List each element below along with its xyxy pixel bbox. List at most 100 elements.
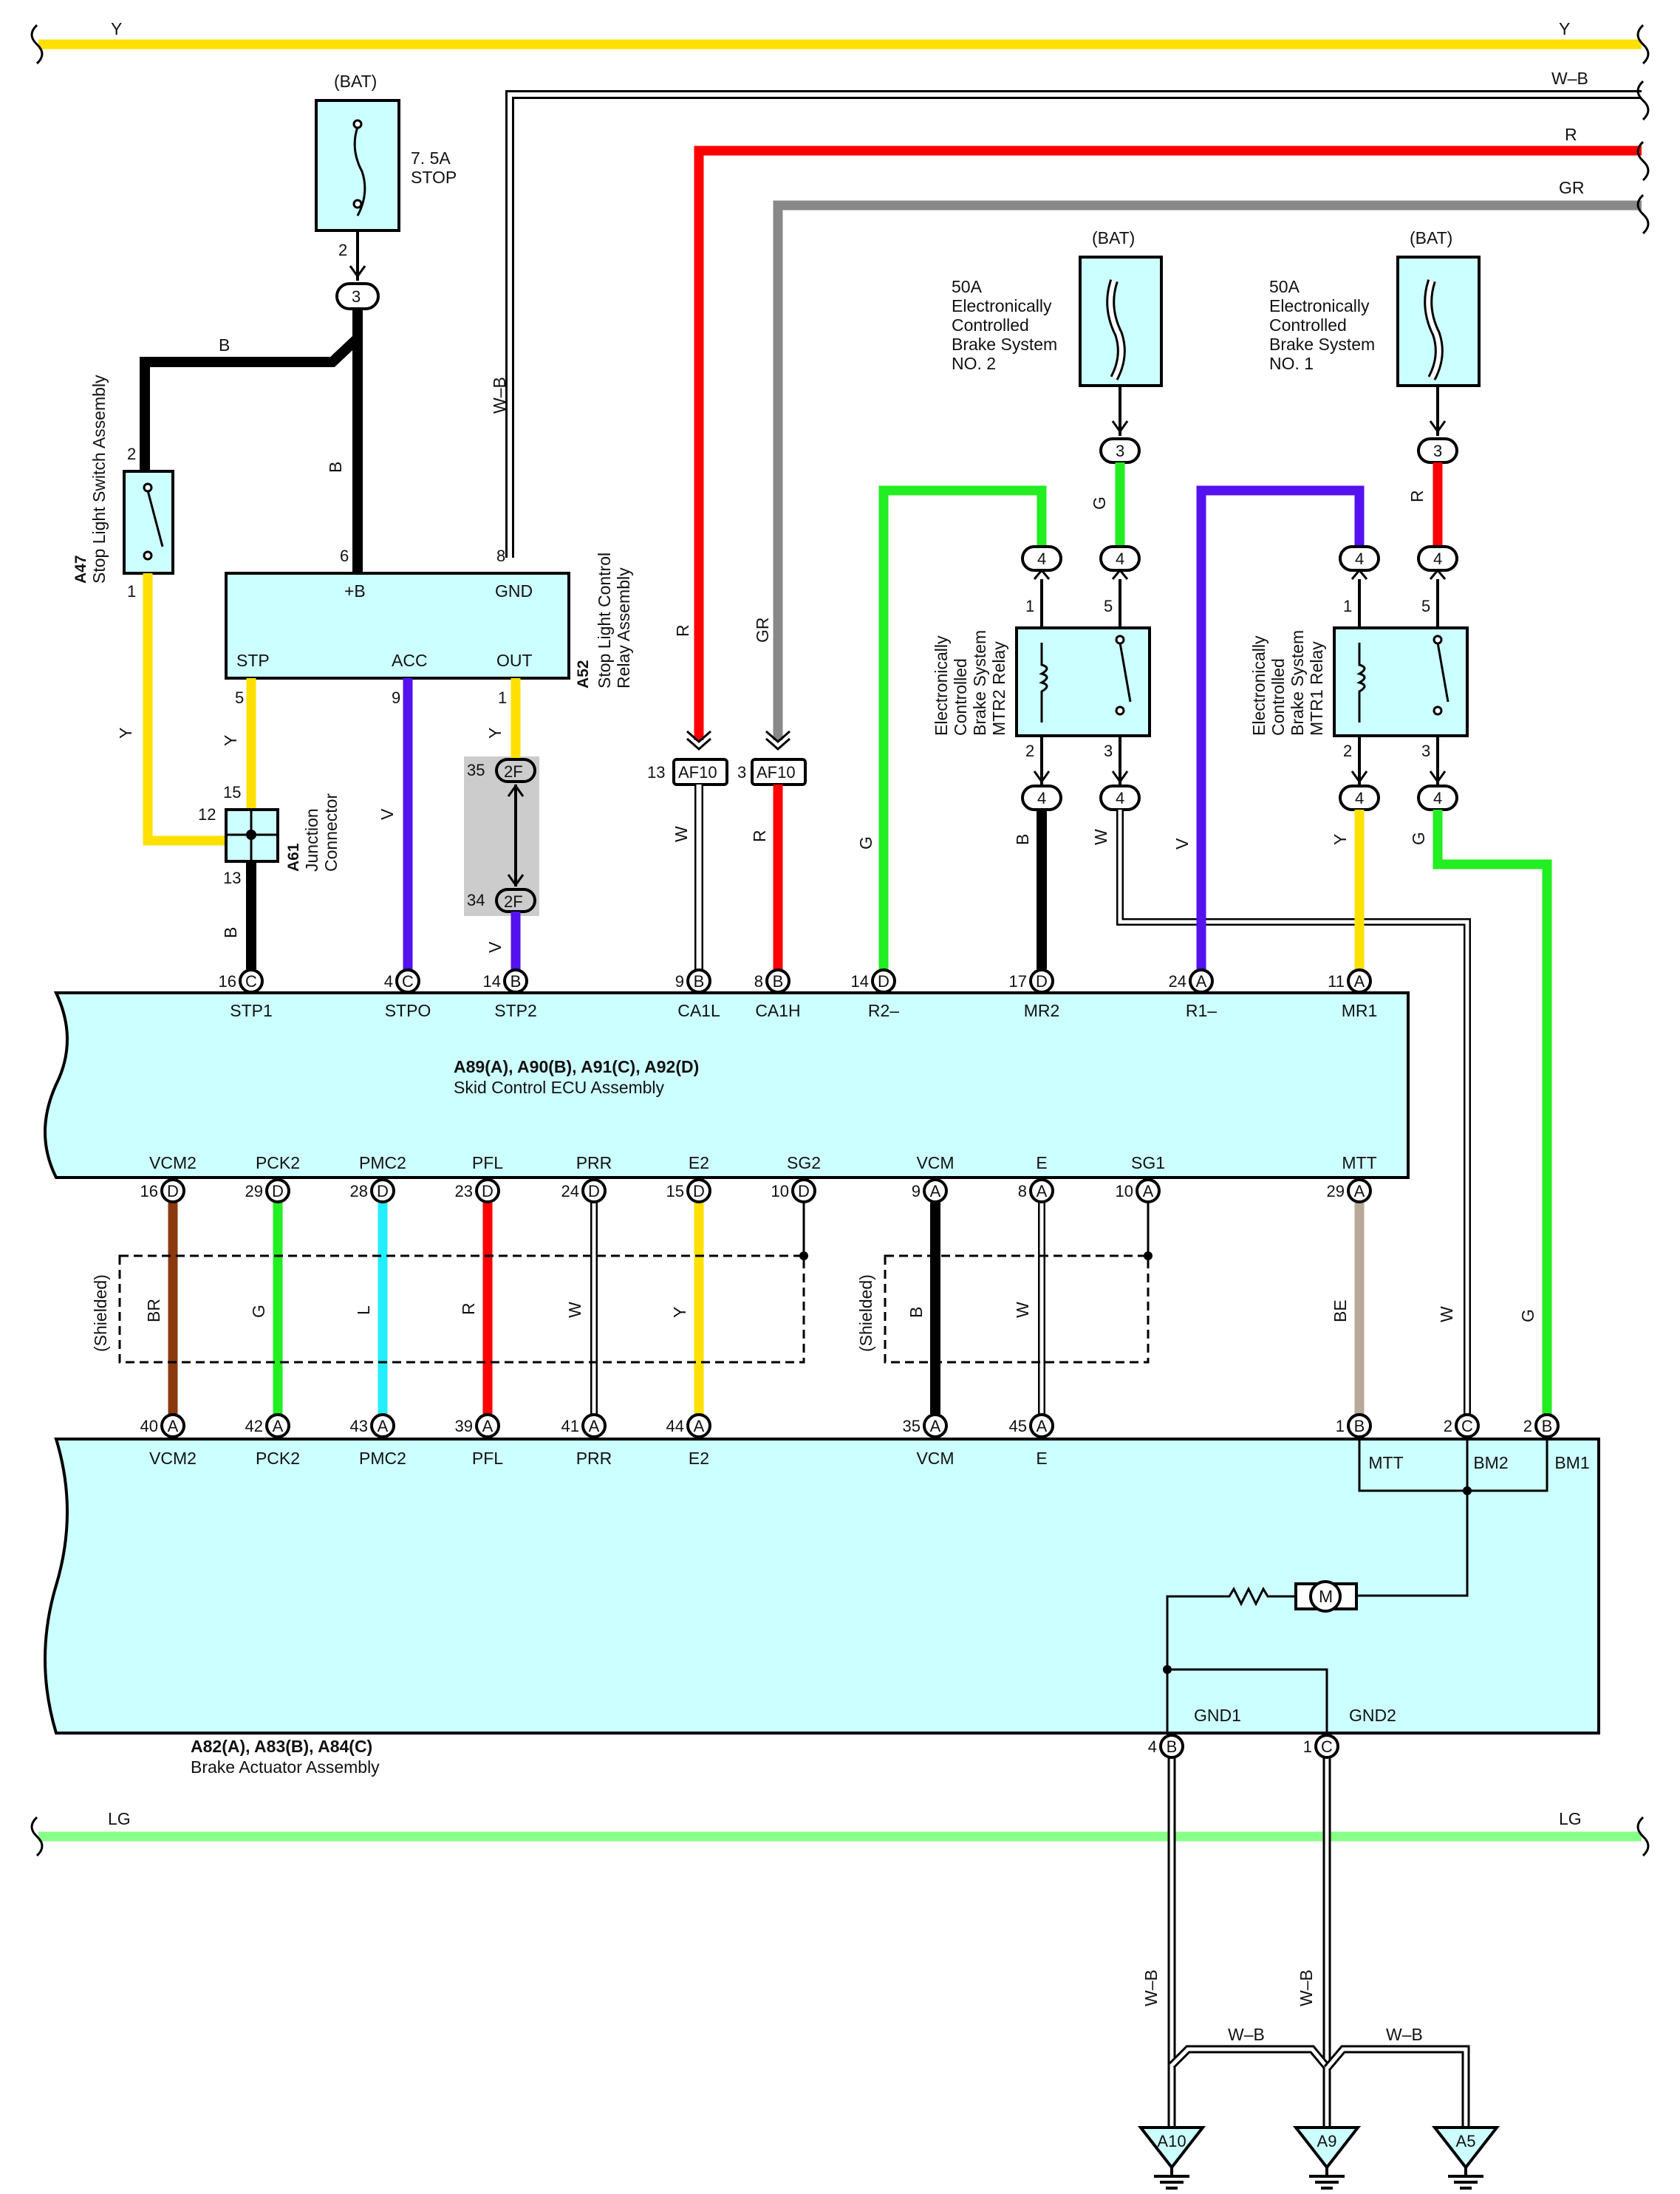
ground-triangle bbox=[1431, 2126, 1500, 2170]
pin-label: SG1 bbox=[1131, 1153, 1165, 1172]
wire-label-gr: GR bbox=[753, 618, 772, 643]
pin-number: 1 bbox=[1303, 1737, 1312, 1756]
pin-connector-letter: A bbox=[930, 1417, 941, 1435]
af10-connectors: R GR AF10 13 AF10 3 W R bbox=[647, 618, 807, 969]
pin-label: VCM bbox=[916, 1449, 954, 1468]
pin-2: 2 bbox=[1025, 742, 1034, 760]
wire-label-w: W bbox=[565, 1302, 584, 1318]
pin-connector-letter: B bbox=[773, 972, 784, 991]
pin-connector-letter: A bbox=[1143, 1182, 1154, 1200]
connector-af10-a: AF10 bbox=[678, 763, 717, 782]
pin-3: 3 bbox=[737, 763, 746, 782]
pin-connector-letter: A bbox=[694, 1417, 705, 1435]
relay1-name-3: Brake System bbox=[1288, 630, 1307, 736]
pin-4: 4 bbox=[1116, 550, 1124, 568]
pin-13: 13 bbox=[223, 869, 241, 887]
pin-2: 2 bbox=[1343, 742, 1352, 760]
pin-number: 10 bbox=[771, 1182, 789, 1200]
connector-2f-34: 2F bbox=[504, 892, 523, 911]
pin-connector-letter: B bbox=[694, 972, 705, 991]
a52-pin-plusb: +B bbox=[344, 581, 366, 601]
pin-circle bbox=[1347, 1413, 1372, 1438]
pin-circle bbox=[765, 968, 791, 994]
pin-label: E bbox=[1036, 1449, 1047, 1468]
a47-stop-light-switch: 2 1 A47 Stop Light Switch Assembly bbox=[72, 375, 174, 601]
pin-label: PMC2 bbox=[359, 1449, 406, 1468]
stop-fuse-name: STOP bbox=[411, 168, 457, 187]
wire-label-b: B bbox=[1013, 834, 1032, 845]
pin-circle bbox=[686, 1178, 711, 1203]
pin-label: MTT bbox=[1342, 1153, 1376, 1172]
pin-circle bbox=[1347, 968, 1372, 994]
wire-y-stp: Y 15 bbox=[221, 678, 256, 820]
pin-number: 11 bbox=[1328, 972, 1345, 991]
pin-connector-letter: D bbox=[167, 1182, 179, 1200]
pin-number: 39 bbox=[455, 1417, 473, 1435]
pin-15: 15 bbox=[223, 783, 241, 802]
pin-number: 4 bbox=[384, 972, 393, 991]
pin-number: 28 bbox=[350, 1182, 368, 1200]
pin-connector-letter: D bbox=[272, 1182, 284, 1200]
wire-label-b1: B bbox=[219, 335, 230, 355]
a61-junction-connector: 12 13 A61 Junction Connector bbox=[198, 793, 341, 887]
a47-name: Stop Light Switch Assembly bbox=[89, 375, 109, 584]
pin-6: 6 bbox=[340, 547, 349, 565]
pin-connector-letter: C bbox=[1461, 1417, 1473, 1435]
pin-label: R2– bbox=[868, 1001, 899, 1020]
relay2-name-1: Electronically bbox=[932, 635, 951, 736]
wire-label-r: R bbox=[459, 1302, 478, 1315]
pin-connector-letter: A bbox=[273, 1417, 284, 1435]
relay2-name-2: Controlled bbox=[951, 658, 970, 736]
pin-connector-letter: D bbox=[693, 1182, 705, 1200]
pin-circle bbox=[370, 1178, 395, 1203]
pin-connector-letter: B bbox=[1167, 1737, 1178, 1756]
pin-label: STPO bbox=[385, 1001, 431, 1020]
a52-code: A52 bbox=[575, 660, 592, 688]
pin-label: CA1L bbox=[677, 1001, 720, 1020]
wire-y-a47: Y bbox=[116, 573, 226, 846]
pin-label: PFL bbox=[472, 1153, 503, 1172]
wire-label-y: Y bbox=[116, 728, 135, 739]
wire-label-w: W bbox=[1013, 1302, 1032, 1318]
pin-number: 1 bbox=[1336, 1417, 1345, 1435]
ecb2-fuse: (BAT) 50A Electronically Controlled Brak… bbox=[952, 228, 1163, 547]
pin-circle bbox=[791, 1178, 816, 1203]
pin-connector-letter: A bbox=[482, 1417, 494, 1435]
bus-lg-label-left: LG bbox=[108, 1809, 131, 1828]
pin-connector-letter: B bbox=[1542, 1417, 1553, 1435]
pin-number: 29 bbox=[1327, 1182, 1345, 1200]
a61-name-2: Connector bbox=[321, 793, 341, 872]
pin-number: 42 bbox=[245, 1417, 263, 1435]
pin-12: 12 bbox=[198, 805, 216, 824]
wire-label-wb: W–B bbox=[1228, 2025, 1265, 2044]
ecb2-fuse-bat: (BAT) bbox=[1092, 228, 1135, 247]
pin-circle bbox=[475, 1413, 500, 1438]
pin-label: GND1 bbox=[1194, 1706, 1241, 1725]
wire-label-r: R bbox=[673, 624, 692, 637]
bus-lg-label-right: LG bbox=[1559, 1809, 1582, 1828]
wire-label-b2: B bbox=[326, 462, 345, 473]
pin-circle bbox=[1029, 1413, 1054, 1438]
a52-pin-acc: ACC bbox=[392, 651, 428, 670]
ground-label: A9 bbox=[1317, 2132, 1337, 2150]
pin-number: 8 bbox=[1018, 1182, 1027, 1200]
skid-control-ecu: A89(A), A90(B), A91(C), A92(D) Skid Cont… bbox=[44, 991, 1410, 1179]
bus-wb-label: W–B bbox=[1551, 69, 1588, 88]
wire-label-br: BR bbox=[144, 1299, 163, 1322]
ecb2-line-5: NO. 2 bbox=[952, 354, 996, 373]
pin-number: 9 bbox=[675, 972, 684, 991]
pin-connector-letter: B bbox=[1354, 1417, 1365, 1435]
pin-number: 17 bbox=[1009, 972, 1027, 991]
pin-5: 5 bbox=[235, 688, 244, 707]
pin-number: 35 bbox=[903, 1417, 921, 1435]
pin-connector-letter: A bbox=[930, 1182, 941, 1200]
wire-v-stpo: V bbox=[378, 678, 413, 969]
relay-mtr2: G 4 4 1 5 2 3 4 4 Electronically Control… bbox=[856, 485, 1471, 1414]
a52-pin-stp: STP bbox=[236, 651, 270, 670]
a61-name-1: Junction bbox=[302, 808, 321, 872]
pin-connector-letter: D bbox=[588, 1182, 600, 1200]
pin-label: PFL bbox=[472, 1449, 503, 1468]
pin-number: 43 bbox=[350, 1417, 368, 1435]
pin-label: STP2 bbox=[494, 1001, 537, 1020]
